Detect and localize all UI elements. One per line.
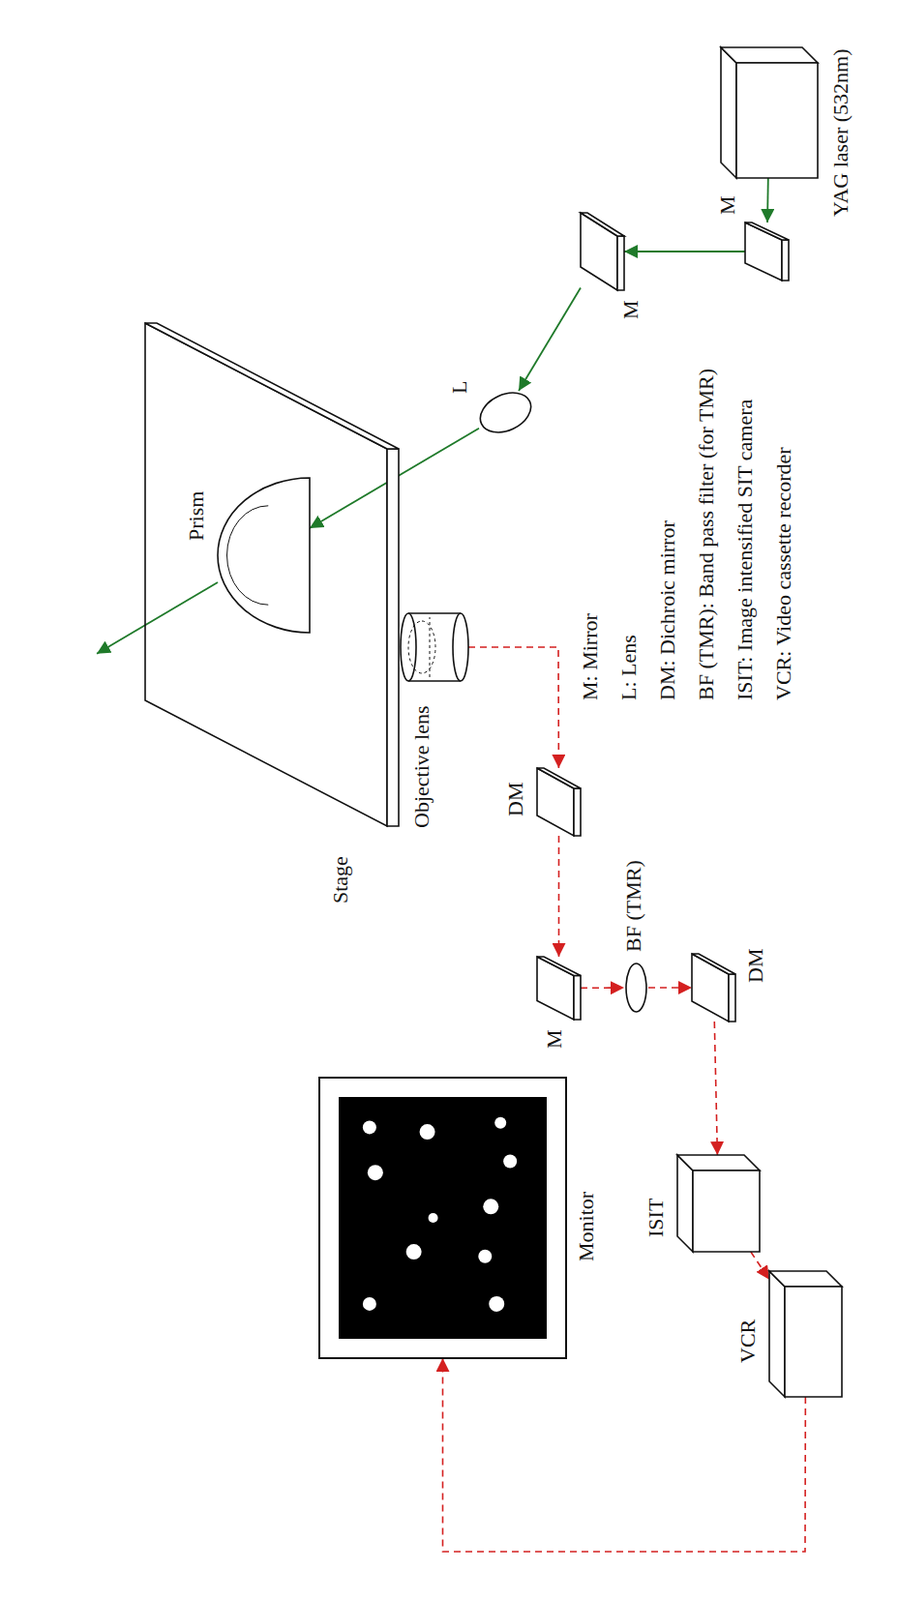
component-label: M: [716, 195, 740, 215]
monitor: Monitor: [319, 1077, 567, 1359]
laser-beam: [624, 250, 746, 253]
mirror-outline: [580, 212, 625, 291]
component-label: Monitor: [574, 1192, 599, 1262]
microscope-stage-outline: [145, 323, 399, 827]
component-label: Prism: [184, 491, 209, 541]
signal-path: [750, 1252, 770, 1281]
component-label: DM: [504, 782, 528, 817]
mirror: M: [580, 212, 625, 291]
microscope-stage: PrismStage: [145, 323, 399, 827]
prism: Prism: [217, 478, 310, 633]
key-entry: M: Mirror: [578, 613, 602, 701]
dichroic-mirror-outline: [691, 954, 736, 1022]
signal-path: [580, 987, 625, 989]
component-label: VCR: [736, 1319, 760, 1364]
component-label: ISIT: [644, 1198, 668, 1238]
mirror-outline: [745, 222, 789, 281]
signal-path: [468, 647, 559, 769]
monitor-outline: [319, 1077, 567, 1359]
key-entry: BF (TMR): Band pass filter (for TMR): [694, 368, 719, 701]
band-pass-filter: BF (TMR): [624, 963, 649, 1013]
key-entry: DM: Dichroic mirror: [656, 520, 680, 701]
band-pass-filter-outline: [624, 963, 649, 1013]
signal-path: [443, 1358, 807, 1553]
key-entry: VCR: Video cassette recorder: [772, 447, 796, 701]
camera-box: ISIT: [677, 1155, 760, 1253]
dichroic-mirror: DM: [691, 954, 736, 1022]
component-label: DM: [744, 949, 768, 984]
mirror: M: [537, 957, 581, 1020]
component-label: BF (TMR): [622, 860, 646, 953]
objective-lens: Objective lens: [400, 613, 469, 682]
exit-beam: [96, 582, 218, 655]
signal-path: [714, 1021, 718, 1156]
recorder-box: VCR: [769, 1271, 842, 1398]
component-label: YAG laser (532nm): [829, 48, 853, 217]
laser-beam: [518, 287, 581, 391]
component-label: Objective lens: [410, 706, 434, 829]
laser-box: YAG laser (532nm): [720, 47, 818, 179]
lens: L: [478, 390, 533, 435]
component-label: M: [542, 1029, 567, 1049]
prism-outline: [217, 478, 310, 633]
laser-box-outline: [720, 47, 818, 179]
objective-lens-outline: [400, 613, 469, 682]
camera-box-outline: [677, 1155, 760, 1253]
key-entry: L: Lens: [617, 634, 641, 701]
key-entry: ISIT: Image intensified SIT camera: [733, 399, 757, 701]
recorder-box-outline: [769, 1271, 842, 1398]
component-label: Stage: [329, 856, 353, 904]
component-label: L: [448, 381, 472, 394]
lens-outline: [478, 390, 533, 435]
mirror: M: [745, 222, 789, 281]
component-label: M: [619, 299, 643, 320]
dichroic-mirror-outline: [537, 768, 581, 837]
laser-beam: [766, 178, 770, 223]
signal-path: [648, 987, 692, 989]
mirror-outline: [537, 957, 581, 1020]
dichroic-mirror: DM: [537, 768, 581, 837]
signal-path: [558, 836, 561, 958]
